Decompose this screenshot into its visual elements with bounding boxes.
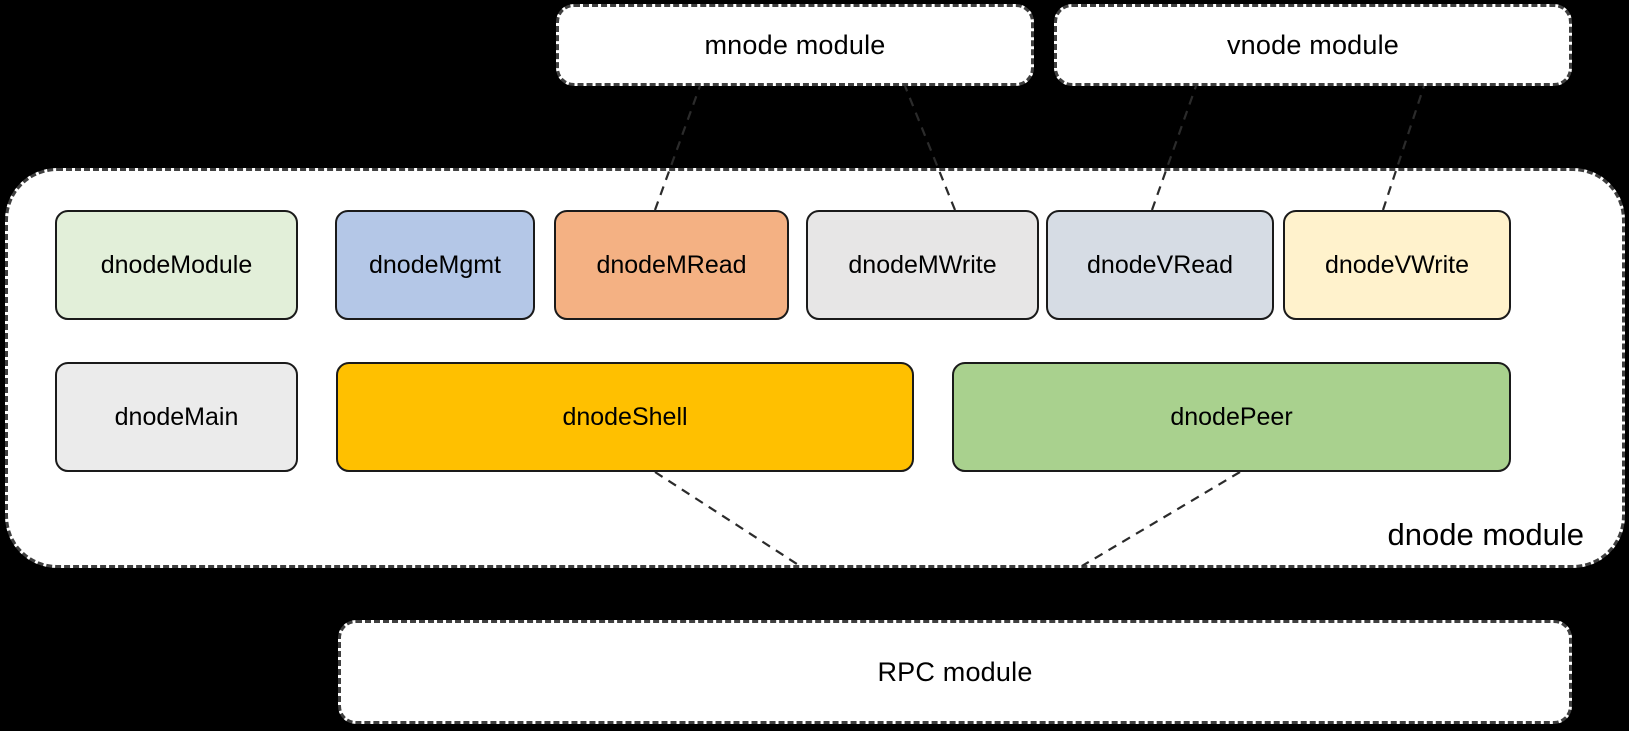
node-box-label: dnodeMgmt bbox=[368, 250, 502, 279]
node-box-dnodemread[interactable]: dnodeMRead bbox=[554, 210, 789, 320]
node-box-label: dnodeVRead bbox=[1087, 250, 1233, 279]
node-box-dnodemodule[interactable]: dnodeModule bbox=[55, 210, 298, 320]
node-box-dnodemain[interactable]: dnodeMain bbox=[55, 362, 298, 472]
node-box-dnodepeer[interactable]: dnodePeer bbox=[952, 362, 1511, 472]
node-box-label: dnodeModule bbox=[100, 250, 253, 279]
node-box-label: dnodePeer bbox=[1170, 402, 1293, 431]
mnode-module-box[interactable]: mnode module bbox=[556, 4, 1034, 86]
rpc-module-label: RPC module bbox=[877, 656, 1033, 687]
node-box-dnodevwrite[interactable]: dnodeVWrite bbox=[1283, 210, 1511, 320]
vnode-module-label: vnode module bbox=[1226, 29, 1400, 60]
mnode-module-label: mnode module bbox=[704, 29, 886, 60]
node-box-label: dnodeMWrite bbox=[848, 250, 997, 279]
node-box-label: dnodeShell bbox=[562, 402, 688, 431]
node-box-label: dnodeMRead bbox=[596, 250, 747, 279]
dnode-module-label: dnode module bbox=[1387, 517, 1585, 552]
node-box-dnodeshell[interactable]: dnodeShell bbox=[336, 362, 914, 472]
node-box-dnodemgmt[interactable]: dnodeMgmt bbox=[335, 210, 535, 320]
node-box-dnodemwrite[interactable]: dnodeMWrite bbox=[806, 210, 1039, 320]
vnode-module-box[interactable]: vnode module bbox=[1054, 4, 1572, 86]
node-box-dnodevread[interactable]: dnodeVRead bbox=[1046, 210, 1274, 320]
node-box-label: dnodeMain bbox=[114, 402, 239, 431]
node-box-label: dnodeVWrite bbox=[1324, 250, 1470, 279]
rpc-module-box[interactable]: RPC module bbox=[338, 620, 1572, 724]
